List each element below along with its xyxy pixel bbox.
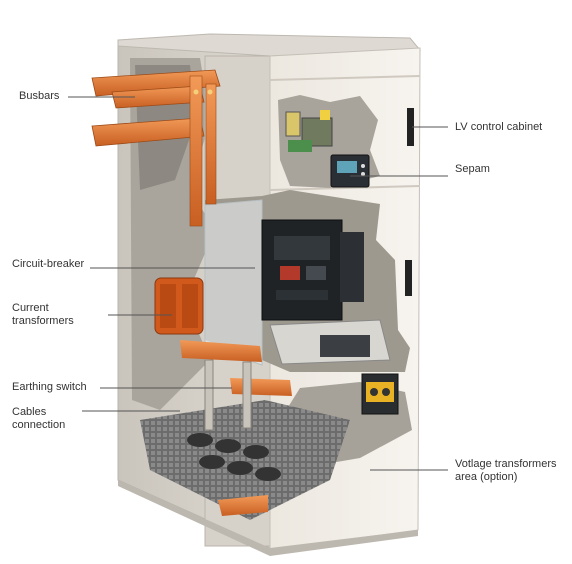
label-sepam: Sepam xyxy=(455,163,490,175)
cable-compartment xyxy=(140,400,350,520)
lv-control-cabinet xyxy=(278,95,414,188)
busbars xyxy=(91,69,221,227)
label-current-transformers: Current transformers xyxy=(12,302,74,327)
label-lv-control-cabinet: LV control cabinet xyxy=(455,121,543,133)
label-earthing-switch: Earthing switch xyxy=(12,381,87,393)
earthing-switch xyxy=(180,340,292,431)
label-busbars: Busbars xyxy=(19,90,60,102)
label-cables-connection: Cables connection xyxy=(12,406,66,431)
current-transformers xyxy=(154,277,204,335)
label-voltage-transformers: Votlage transformers area (option) xyxy=(455,458,557,483)
breaker-compartment xyxy=(204,190,412,372)
label-circuit-breaker: Circuit-breaker xyxy=(12,258,85,270)
leader-lines xyxy=(68,96,448,471)
